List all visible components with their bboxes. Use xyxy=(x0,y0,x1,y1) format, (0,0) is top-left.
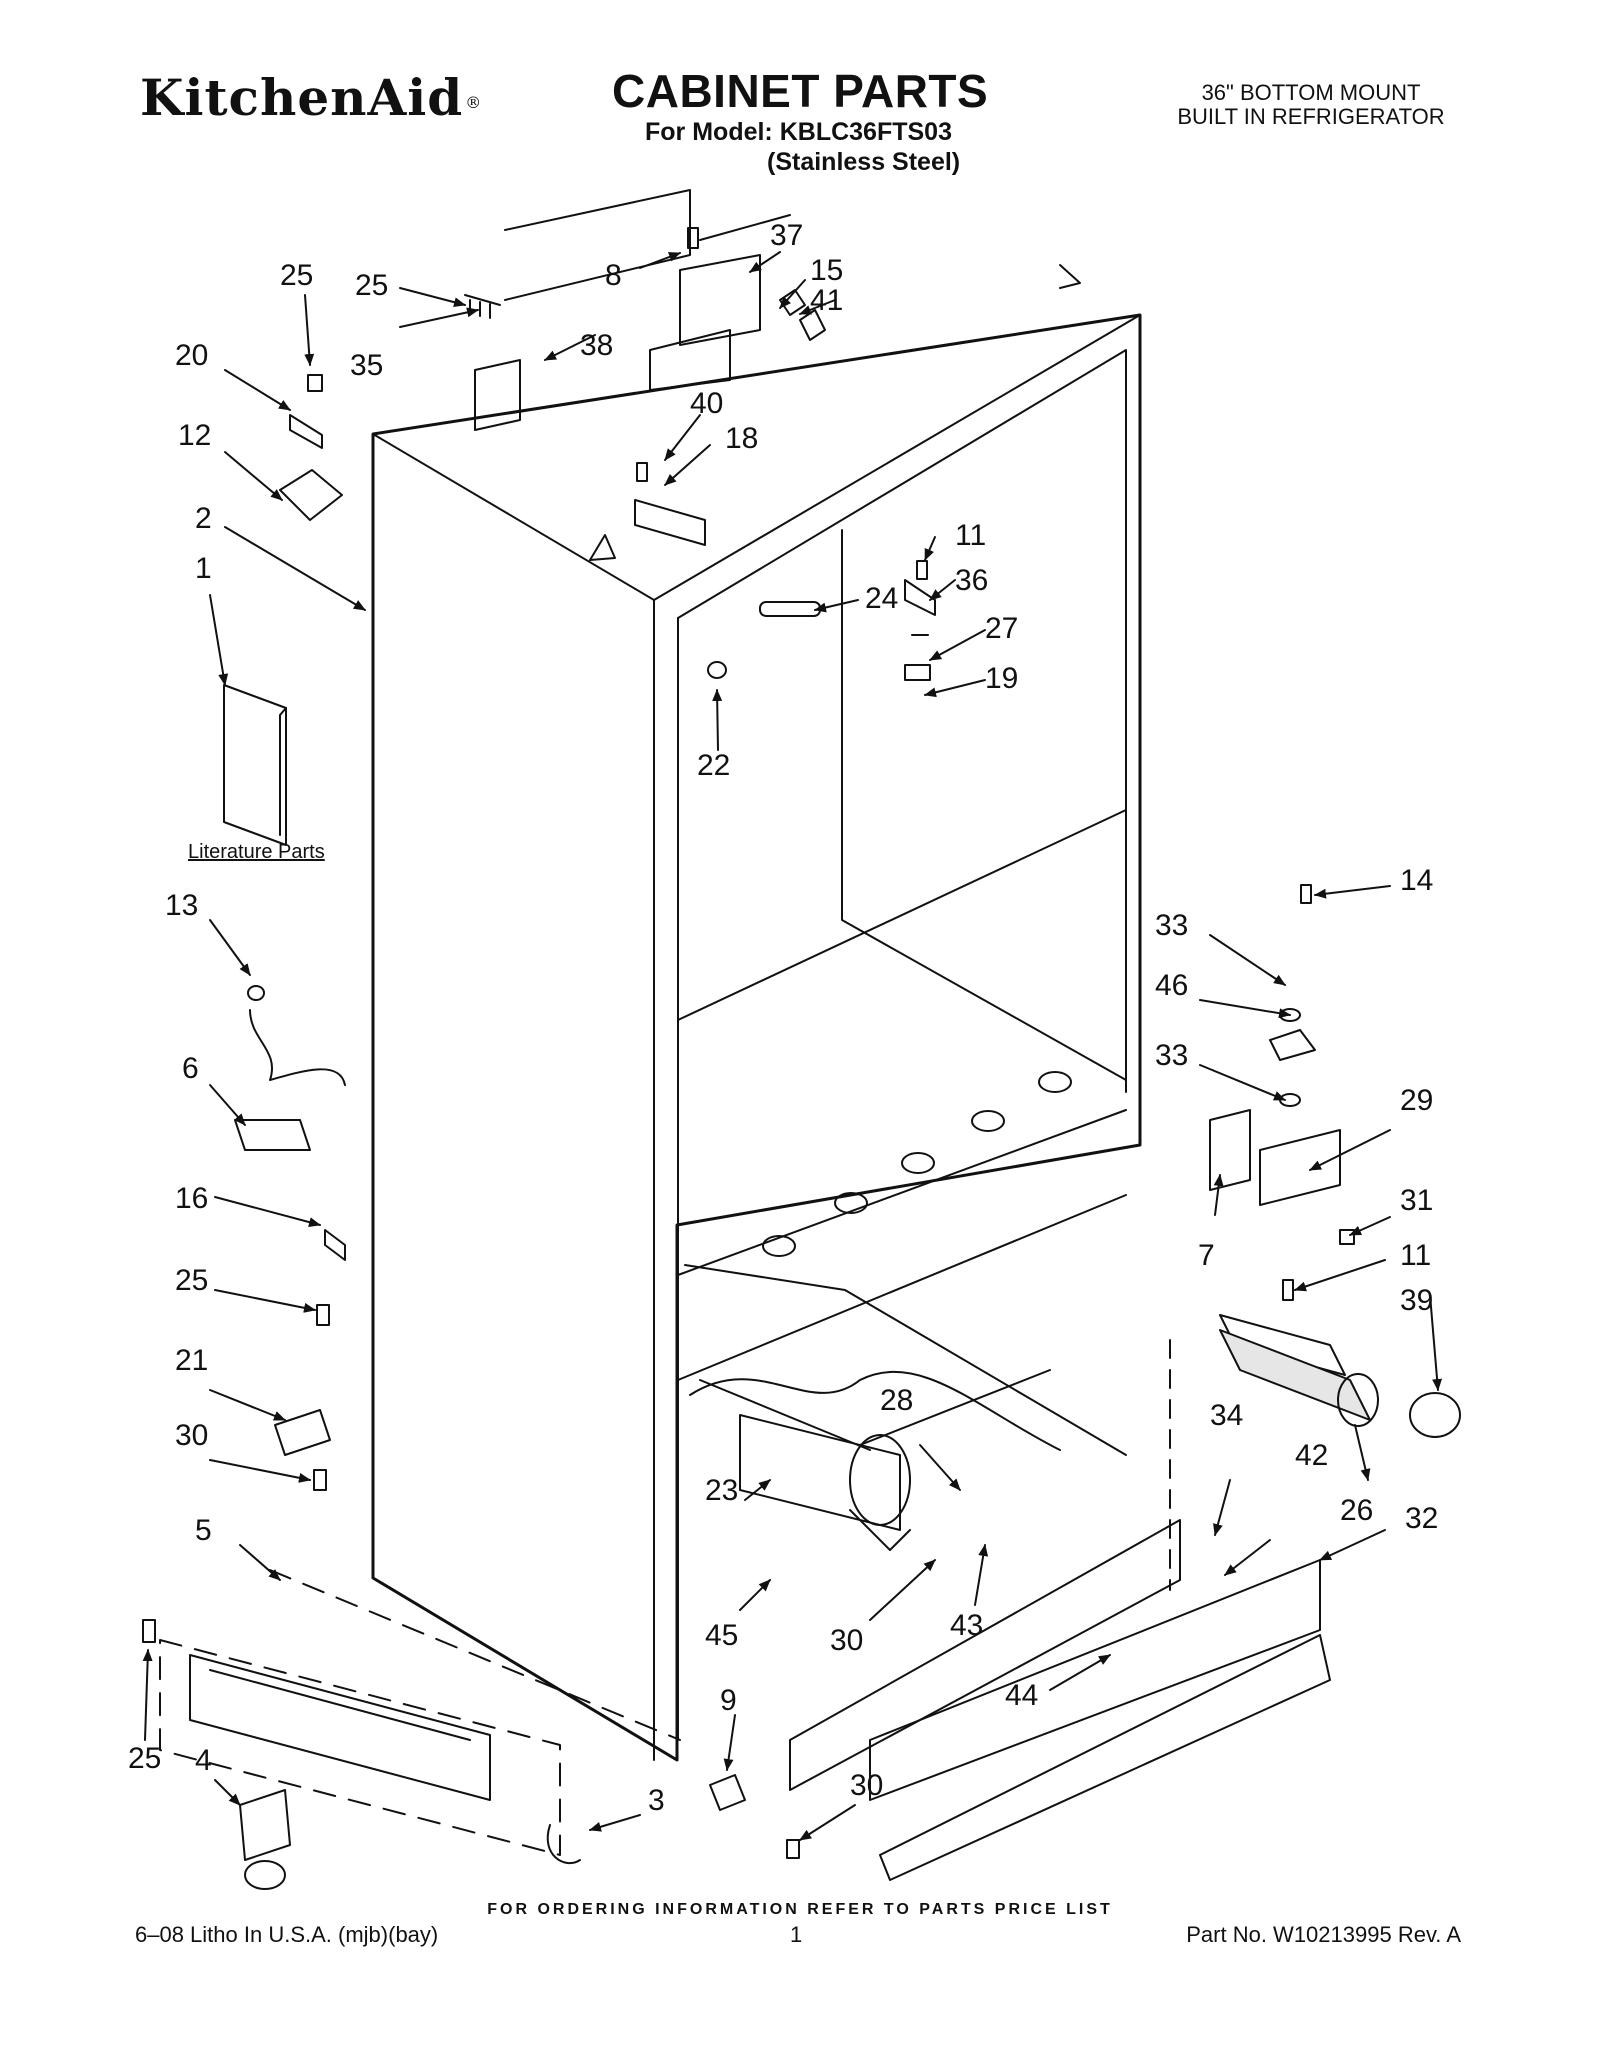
callout-label: 37 xyxy=(770,219,803,252)
callout-label: 30 xyxy=(175,1419,208,1452)
callout-label: 14 xyxy=(1400,864,1433,897)
variant-line: (Stainless Steel) xyxy=(767,148,961,176)
brand-logo: KitchenAid® xyxy=(140,68,482,127)
callout-label: 25 xyxy=(128,1742,161,1775)
callout-label: 35 xyxy=(350,349,383,382)
litho-info: 6–08 Litho In U.S.A. (mjb)(bay) xyxy=(135,1922,439,1947)
callout-labels: 25 25 8 37 15 41 20 35 38 40 18 12 2 1 1… xyxy=(128,219,1438,1817)
callout-label: 27 xyxy=(985,612,1018,645)
callout-label: 31 xyxy=(1400,1184,1433,1217)
callout-label: 8 xyxy=(605,259,622,292)
callout-label: 2 xyxy=(195,502,212,535)
callout-label: 5 xyxy=(195,1514,212,1547)
callout-label: 36 xyxy=(955,564,988,597)
brand-wordmark: KitchenAid xyxy=(140,68,464,127)
callout-label: 30 xyxy=(850,1769,883,1802)
callout-label: 29 xyxy=(1400,1084,1433,1117)
callout-label: 33 xyxy=(1155,909,1188,942)
vent-holes xyxy=(762,1071,1072,1257)
callout-label: 12 xyxy=(178,419,211,452)
callout-label: 18 xyxy=(725,422,758,455)
callout-label: 42 xyxy=(1295,1439,1328,1472)
callout-label: 30 xyxy=(830,1624,863,1657)
product-type-line2: BUILT IN REFRIGERATOR xyxy=(1177,104,1445,129)
callout-label: 6 xyxy=(182,1052,199,1085)
callout-label: 43 xyxy=(950,1609,983,1642)
ordering-note: FOR ORDERING INFORMATION REFER TO PARTS … xyxy=(487,1901,1113,1918)
product-type-line1: 36" BOTTOM MOUNT xyxy=(1201,80,1421,105)
callout-label: 45 xyxy=(705,1619,738,1652)
callout-label: 11 xyxy=(1400,1239,1431,1272)
cabinet-top-details xyxy=(504,189,1081,561)
callout-label: 25 xyxy=(280,259,313,292)
callout-label: 40 xyxy=(690,387,723,420)
water-filter-assembly xyxy=(1219,1329,1379,1427)
callout-label: 13 xyxy=(165,889,198,922)
callout-label: 41 xyxy=(810,284,843,317)
part-number: Part No. W10213995 Rev. A xyxy=(1186,1922,1461,1947)
callout-label: 33 xyxy=(1155,1039,1188,1072)
page-number: 1 xyxy=(790,1922,803,1947)
callout-label: 38 xyxy=(580,329,613,362)
page-title: CABINET PARTS xyxy=(612,65,989,117)
callout-label: 22 xyxy=(697,749,730,782)
model-line: For Model: KBLC36FTS03 xyxy=(645,118,952,146)
callout-label: 44 xyxy=(1005,1679,1038,1712)
cabinet-body xyxy=(371,313,1142,1762)
callout-label: 28 xyxy=(880,1384,913,1417)
ice-maker-assembly xyxy=(739,1414,911,1551)
callout-label: 39 xyxy=(1400,1284,1433,1317)
callout-label: 4 xyxy=(195,1744,212,1777)
callout-label: 21 xyxy=(175,1344,208,1377)
registered-mark: ® xyxy=(465,92,483,112)
callout-label: 1 xyxy=(195,552,212,585)
literature-part xyxy=(223,684,287,846)
callout-leaders xyxy=(142,251,1443,1841)
callout-label: 3 xyxy=(648,1784,665,1817)
callout-label: 23 xyxy=(705,1474,738,1507)
callout-label: 7 xyxy=(1198,1239,1215,1272)
callout-label: 19 xyxy=(985,662,1018,695)
base-frame-parts xyxy=(159,1339,1331,1881)
callout-label: 26 xyxy=(1340,1494,1373,1527)
callout-label: 15 xyxy=(810,254,843,287)
callout-label: 11 xyxy=(955,519,986,552)
callout-label: 25 xyxy=(175,1264,208,1297)
callout-label: 46 xyxy=(1155,969,1188,1002)
callout-label: 20 xyxy=(175,339,208,372)
callout-label: 32 xyxy=(1405,1502,1438,1535)
callout-label: 16 xyxy=(175,1182,208,1215)
hardware-parts xyxy=(142,227,1461,1890)
callout-label: 25 xyxy=(355,269,388,302)
callout-label: 9 xyxy=(720,1684,737,1717)
callout-label: 24 xyxy=(865,582,898,615)
callout-label: 34 xyxy=(1210,1399,1243,1432)
literature-parts-label: Literature Parts xyxy=(188,841,325,863)
